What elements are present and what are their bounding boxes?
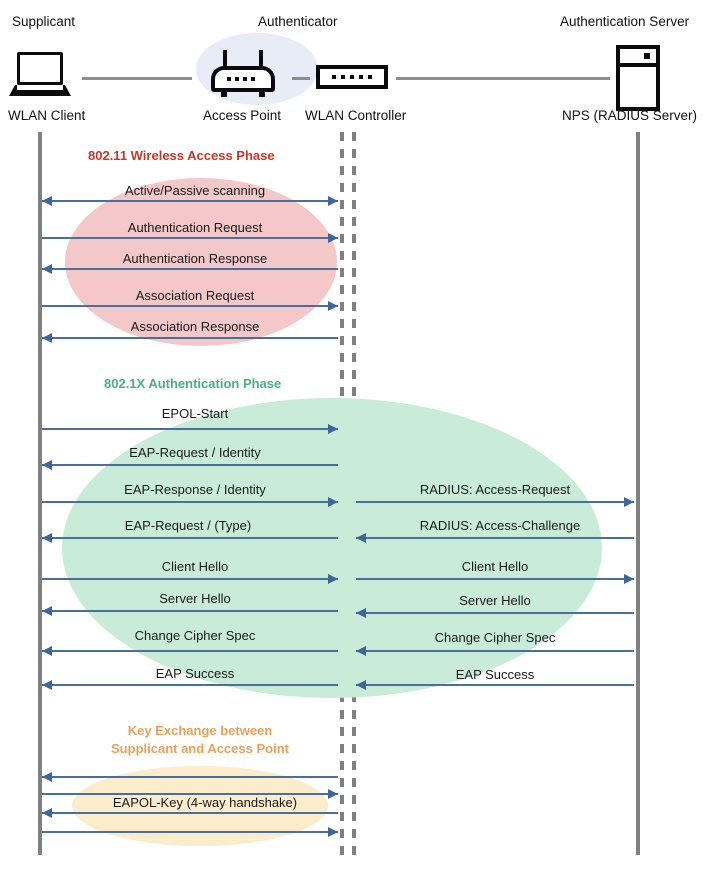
arrow-head-right-icon (328, 789, 338, 799)
message-line (356, 537, 634, 539)
message-line (42, 268, 338, 270)
message-line (42, 501, 338, 503)
arrow-head-left-icon (356, 533, 366, 543)
node-label-nps-radius-server: NPS (RADIUS Server) (562, 108, 698, 123)
arrow-head-left-icon (356, 646, 366, 656)
server-icon (616, 45, 660, 111)
message-label: EAPOL-Key (4-way handshake) (112, 795, 298, 810)
message-label: Authentication Request (127, 220, 263, 235)
arrow-head-left-icon (356, 680, 366, 690)
arrow-head-left-icon (42, 772, 52, 782)
arrow-head-right-icon (328, 424, 338, 434)
message-label: Change Cipher Spec (434, 630, 556, 645)
arrow-head-right-icon (328, 574, 338, 584)
arrow-head-left-icon (42, 646, 52, 656)
arrow-head-left-icon (356, 608, 366, 618)
message-label: Active/Passive scanning (124, 183, 266, 198)
lifeline-authentication-server (636, 132, 640, 855)
phase-title-key-exchange-line1: Key Exchange between (127, 723, 273, 738)
message-line (42, 812, 338, 814)
message-line (356, 612, 634, 614)
message-line (42, 650, 338, 652)
arrow-head-left-icon (42, 533, 52, 543)
phase-title-key-exchange-line2: Supplicant and Access Point (111, 741, 289, 756)
phase-blob-80211 (65, 178, 337, 346)
arrow-head-right-icon (328, 497, 338, 507)
message-line (356, 650, 634, 652)
message-line (42, 793, 338, 795)
message-label: EAP Success (155, 666, 235, 681)
message-line (356, 684, 634, 686)
arrow-head-right-icon (328, 233, 338, 243)
message-line (356, 501, 634, 503)
message-line (42, 464, 338, 466)
arrow-head-left-icon (42, 264, 52, 274)
message-line (356, 578, 634, 580)
message-label: EAP-Request / (Type) (124, 518, 252, 533)
lifeline-supplicant (38, 132, 42, 855)
arrow-head-right-icon (328, 196, 338, 206)
arrow-head-left-icon (42, 196, 52, 206)
message-line (42, 684, 338, 686)
message-label: Change Cipher Spec (134, 628, 256, 643)
message-label: Association Response (130, 319, 260, 334)
phase-title-key-exchange: Key Exchange between Supplicant and Acce… (100, 722, 300, 758)
message-label: RADIUS: Access-Request (419, 482, 571, 497)
arrow-head-right-icon (624, 497, 634, 507)
message-label: Authentication Response (122, 251, 268, 266)
message-line (42, 537, 338, 539)
role-label-authentication-server: Authentication Server (560, 14, 690, 29)
arrow-head-left-icon (42, 333, 52, 343)
link-controller-to-server (396, 77, 610, 80)
arrow-head-left-icon (42, 808, 52, 818)
message-label: EAP-Request / Identity (129, 445, 261, 460)
role-label-authenticator: Authenticator (258, 14, 338, 29)
message-line (42, 305, 338, 307)
message-label: EAP-Response / Identity (124, 482, 266, 497)
node-label-wlan-controller: WLAN Controller (305, 108, 407, 123)
wlan-controller-icon (316, 65, 388, 89)
link-ap-to-controller (292, 77, 310, 80)
arrow-head-left-icon (42, 680, 52, 690)
arrow-head-right-icon (328, 827, 338, 837)
message-label: EPOL-Start (161, 406, 229, 421)
phase-title-80211: 802.11 Wireless Access Phase (88, 148, 275, 163)
message-label: Client Hello (161, 559, 229, 574)
node-label-wlan-client: WLAN Client (8, 108, 86, 123)
message-label: Association Request (135, 288, 255, 303)
arrow-head-right-icon (624, 574, 634, 584)
message-line (42, 776, 338, 778)
message-line (42, 610, 338, 612)
message-label: Client Hello (461, 559, 529, 574)
message-line (42, 200, 338, 202)
message-line (42, 237, 338, 239)
arrow-head-right-icon (328, 301, 338, 311)
arrow-head-left-icon (42, 460, 52, 470)
phase-blob-8021x (62, 398, 602, 698)
message-line (42, 428, 338, 430)
message-label: Server Hello (159, 591, 231, 606)
role-label-supplicant: Supplicant (12, 14, 76, 29)
message-line (42, 578, 338, 580)
link-client-to-ap (82, 77, 192, 80)
access-point-icon (211, 50, 275, 98)
message-line (42, 337, 338, 339)
message-label: EAP Success (455, 667, 535, 682)
laptop-icon (9, 52, 71, 98)
message-line (42, 831, 338, 833)
node-label-access-point: Access Point (203, 108, 282, 123)
phase-title-8021x: 802.1X Authentication Phase (104, 376, 282, 391)
message-label: RADIUS: Access-Challenge (419, 518, 581, 533)
arrow-head-left-icon (42, 606, 52, 616)
message-label: Server Hello (459, 593, 531, 608)
